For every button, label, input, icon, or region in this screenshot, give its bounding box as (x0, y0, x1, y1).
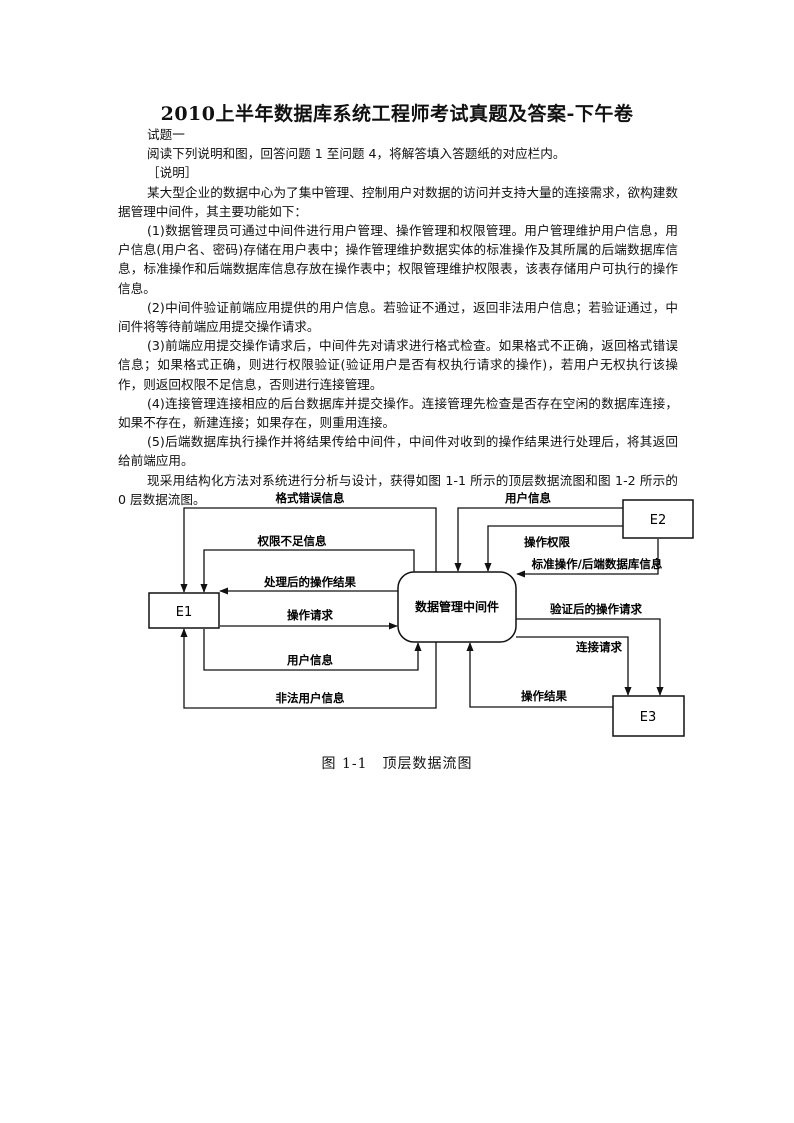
document-title: 2010上半年数据库系统工程师考试真题及答案-下午卷 (160, 103, 634, 125)
flow-user-info-e2-label: 用户信息 (504, 491, 551, 505)
function-paragraph-1: (1)数据管理员可通过中间件进行用户管理、操作管理和权限管理。用户管理维护用户信… (118, 223, 678, 296)
entity-e1-label: E1 (176, 605, 193, 620)
document-body: 试题一 阅读下列说明和图，回答问题 1 至问题 4，将解答填入答题纸的对应栏内。… (118, 125, 678, 509)
entity-e1-box (148, 592, 220, 629)
flow-standard-ops-label: 标准操作/后端数据库信息 (531, 557, 663, 571)
flow-format-error-label: 格式错误信息 (276, 491, 345, 505)
intro-paragraph: 某大型企业的数据中心为了集中管理、控制用户对数据的访问并支持大量的连接需求，欲构… (118, 184, 678, 219)
instruction-paragraph: 阅读下列说明和图，回答问题 1 至问题 4，将解答填入答题纸的对应栏内。 (147, 146, 566, 162)
entity-e3-label: E3 (640, 710, 657, 725)
flow-illegal-user-label: 非法用户信息 (276, 691, 345, 705)
flow-user-info-e1-label: 用户信息 (286, 653, 333, 667)
flow-op-request-label: 操作请求 (287, 608, 333, 622)
process-box (397, 571, 517, 643)
flow-conn-request-line (516, 636, 632, 696)
flow-processed-result-label: 处理后的操作结果 (263, 575, 356, 589)
method-paragraph: 现采用结构化方法对系统进行分析与设计，获得如图 1-1 所示的顶层数据流图和图 … (118, 472, 678, 507)
flow-conn-request-label: 连接请求 (576, 640, 622, 654)
flow-format-error-line (180, 507, 437, 593)
entity-e2-label: E2 (650, 513, 667, 528)
flow-standard-ops-line (516, 539, 659, 578)
flow-op-permission-line (484, 525, 623, 572)
explanation-heading: ［说明］ (147, 165, 198, 181)
flow-verified-request-line (516, 618, 664, 696)
figure-caption: 图 1-1 顶层数据流图 (321, 756, 473, 772)
flow-no-permission-label: 权限不足信息 (257, 534, 327, 548)
flow-user-info-e1-line (203, 629, 422, 671)
flow-op-permission-label: 操作权限 (524, 535, 570, 549)
process-label: 数据管理中间件 (415, 599, 499, 614)
data-flow-diagram: E1 E2 E3 数据管理中间件 格式错误信息 权限不足信息 处理后的操作结果 … (148, 491, 694, 737)
function-paragraph-3: (3)前端应用提交操作请求后，中间件先对请求进行格式检查。如果格式不正确，返回格… (118, 338, 678, 392)
function-paragraph-2: (2)中间件验证前端应用提供的用户信息。若验证不通过，返回非法用户信息；若验证通… (118, 299, 678, 335)
flow-user-info-e2-line (454, 507, 623, 572)
question-heading: 试题一 (147, 127, 185, 142)
flow-op-result-line (466, 642, 613, 708)
entity-e3-box (612, 695, 685, 737)
entity-e2-box (622, 499, 694, 539)
flow-op-result-label: 操作结果 (521, 689, 567, 703)
function-paragraph-5: (5)后端数据库执行操作并将结果传给中间件，中间件对收到的操作结果进行处理后，将… (118, 434, 678, 469)
flow-verified-request-label: 验证后的操作请求 (550, 602, 642, 616)
flow-no-permission-line (200, 549, 415, 593)
flow-illegal-user-line (180, 628, 437, 709)
function-paragraph-4: (4)连接管理连接相应的后台数据库并提交操作。连接管理先检查是否存在空闲的数据库… (118, 395, 678, 431)
